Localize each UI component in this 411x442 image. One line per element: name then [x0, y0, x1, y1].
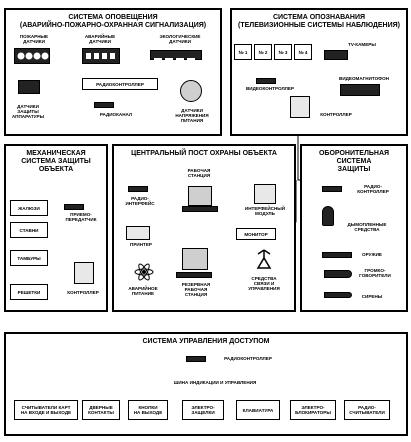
emergency-power-icon — [134, 262, 154, 282]
defense-system-panel: ОБОРОНИТЕЛЬНАЯ СИСТЕМА ЗАЩИТЫ — [300, 144, 408, 312]
electro-blockers-box: ЭЛЕКТРО- БЛОКИРАТОРЫ — [290, 400, 336, 420]
vestibules-box: ТАМБУРЫ — [10, 250, 48, 266]
videomagnitofon-label: ВИДЕОМАГНИТОФОН — [339, 76, 389, 81]
tv-cameras-label: TV-КАМЕРЫ — [348, 42, 376, 47]
smoke-label: ДЫМОПЛЕННЫЕ СРЕДСТВА — [347, 222, 387, 232]
protect-sensors-label: ДАТЧИКИ ЗАЩИТЫ АППАРАТУРЫ — [11, 104, 45, 119]
videocontroller-label: ВИДЕОКОНТРОЛЛЕР — [245, 86, 295, 91]
keyboard-box: КЛАВИАТУРА — [236, 400, 280, 420]
videomagnitofon-icon — [340, 84, 380, 96]
mechanical-controller-icon — [74, 262, 94, 284]
defense-system-title: ОБОРОНИТЕЛЬНАЯ СИСТЕМА ЗАЩИТЫ — [318, 150, 390, 173]
identify-controller-icon — [290, 96, 310, 118]
door-contacts-box: ДВЕРНЫЕ КОНТАКТЫ — [82, 400, 120, 420]
card-readers-box: СЧИТЫВАТЕЛИ КАРТ НА ВХОДЕ И ВЫХОДЕ — [14, 400, 78, 420]
radio-interface-label: РАДИО- ИНТЕРФЕЙС — [125, 196, 155, 206]
emergency-power-label: АВАРИЙНОЕ ПИТАНИЕ — [128, 286, 158, 296]
camera-1-box: № 1 — [234, 44, 252, 60]
exit-buttons-box: КНОПКИ НА ВЫХОДЕ — [128, 400, 168, 420]
radiochannel-icon — [94, 102, 114, 108]
voltage-sensors-icon — [180, 80, 202, 102]
sirens-label: СИРЕНЫ — [361, 294, 383, 299]
electro-latches-box: ЭЛЕКТРО- ЗАЩЕЛКИ — [182, 400, 224, 420]
central-post-title: ЦЕНТРАЛЬНЫЙ ПОСТ ОХРАНЫ ОБЪЕКТА — [131, 150, 277, 157]
printer-icon — [126, 226, 150, 240]
mechanical-controller-label: КОНТРОЛЛЕР — [67, 290, 99, 295]
interface-module-label: ИНТЕРФЕЙСНЫЙ МОДУЛЬ — [244, 206, 286, 216]
identify-system-title: СИСТЕМА ОПОЗНАВАНИЯ (ТЕЛЕВИЗИОННЫЕ СИСТЕ… — [238, 14, 400, 29]
smoke-device-icon — [322, 206, 334, 226]
workstation-label: РАБОЧАЯ СТАНЦИЯ — [187, 168, 211, 178]
fire-sensors-label: ПОЖАРНЫЕ ДАТЧИКИ — [19, 34, 49, 44]
voltage-sensors-label: ДАТЧИКИ НАПРЯЖЕНИЯ ПИТАНИЯ — [175, 108, 209, 123]
camera-2-box: № 2 — [254, 44, 272, 60]
protect-sensors-icon — [18, 80, 40, 94]
camera-3-box: № 3 — [274, 44, 292, 60]
defense-radiocontroller-label: РАДИО- КОНТРОЛЛЕР — [357, 184, 389, 194]
speakers-label: ГРОМКО- ГОВОРИТЕЛИ — [359, 268, 391, 278]
speaker-icon — [324, 270, 352, 278]
mechanical-system-title: МЕХАНИЧЕСКАЯ СИСТЕМА ЗАЩИТЫ ОБЪЕКТА — [21, 150, 91, 173]
weapon-label: ОРУЖИЕ — [362, 252, 382, 257]
reserve-station-icon — [182, 248, 208, 270]
emergency-sensors-icon — [82, 48, 120, 64]
alarm-system-panel: СИСТЕМА ОПОВЕЩЕНИЯ (АВАРИЙНО-ПОЖАРНО-ОХР… — [4, 8, 222, 136]
access-system-title: СИСТЕМА УПРАВЛЕНИЯ ДОСТУПОМ — [142, 338, 270, 345]
interface-module-icon — [254, 184, 276, 204]
comms-label: СРЕДСТВА СВЯЗИ И УПРАВЛЕНИЯ — [248, 276, 280, 291]
videocontroller-icon — [256, 78, 276, 84]
jalousie-box: ЖАЛЮЗИ — [10, 200, 48, 216]
radiochannel-label: РАДИОКАНАЛ — [99, 112, 133, 117]
access-radiocontroller-label: РАДИОКОНТРОЛЛЕР — [224, 356, 272, 361]
monitor-box: МОНИТОР — [236, 228, 276, 240]
emergency-sensors-label: АВАРИЙНЫЕ ДАТЧИКИ — [84, 34, 116, 44]
alarm-system-title: СИСТЕМА ОПОВЕЩЕНИЯ (АВАРИЙНО-ПОЖАРНО-ОХР… — [19, 14, 207, 29]
access-radiocontroller-icon — [186, 356, 206, 362]
workstation-keyboard-icon — [182, 206, 218, 212]
reserve-keyboard-icon — [176, 272, 212, 278]
comms-icon — [254, 246, 274, 270]
ecology-sensors-label: ЭКОЛОГИЧЕСКИЕ ДАТЧИКИ — [159, 34, 201, 44]
shutters-box: СТАВНИ — [10, 222, 48, 238]
weapon-icon — [322, 252, 352, 258]
radio-interface-icon — [128, 186, 148, 192]
fire-sensors-icon — [14, 48, 50, 64]
alarm-radiocontroller-box: РАДИОКОНТРОЛЛЕР — [82, 78, 158, 90]
printer-label: ПРИНТЕР — [130, 242, 152, 247]
identify-controller-label: КОНТРОЛЛЕР — [320, 112, 352, 117]
workstation-icon — [188, 186, 212, 206]
tv-camera-icon — [324, 50, 348, 60]
reserve-station-label: РЕЗЕРВНАЯ РАБОЧАЯ СТАНЦИЯ — [181, 282, 211, 297]
access-bus-label: ШИНА ИНДИКАЦИИ И УПРАВЛЕНИЯ — [173, 380, 257, 385]
transceiver-icon — [64, 204, 84, 210]
siren-icon — [324, 292, 352, 298]
camera-4-box: № 4 — [294, 44, 312, 60]
identify-system-panel: СИСТЕМА ОПОЗНАВАНИЯ (ТЕЛЕВИЗИОННЫЕ СИСТЕ… — [230, 8, 408, 136]
transceiver-label: ПРИЕМО- ПЕРЕДАТЧИК — [65, 212, 97, 222]
defense-radiocontroller-icon — [322, 186, 342, 192]
radio-readers-box: РАДИО- СЧИТЫВАТЕЛИ — [344, 400, 390, 420]
ecology-sensors-icon — [150, 50, 202, 62]
grilles-box: РЕШЕТКИ — [10, 284, 48, 300]
